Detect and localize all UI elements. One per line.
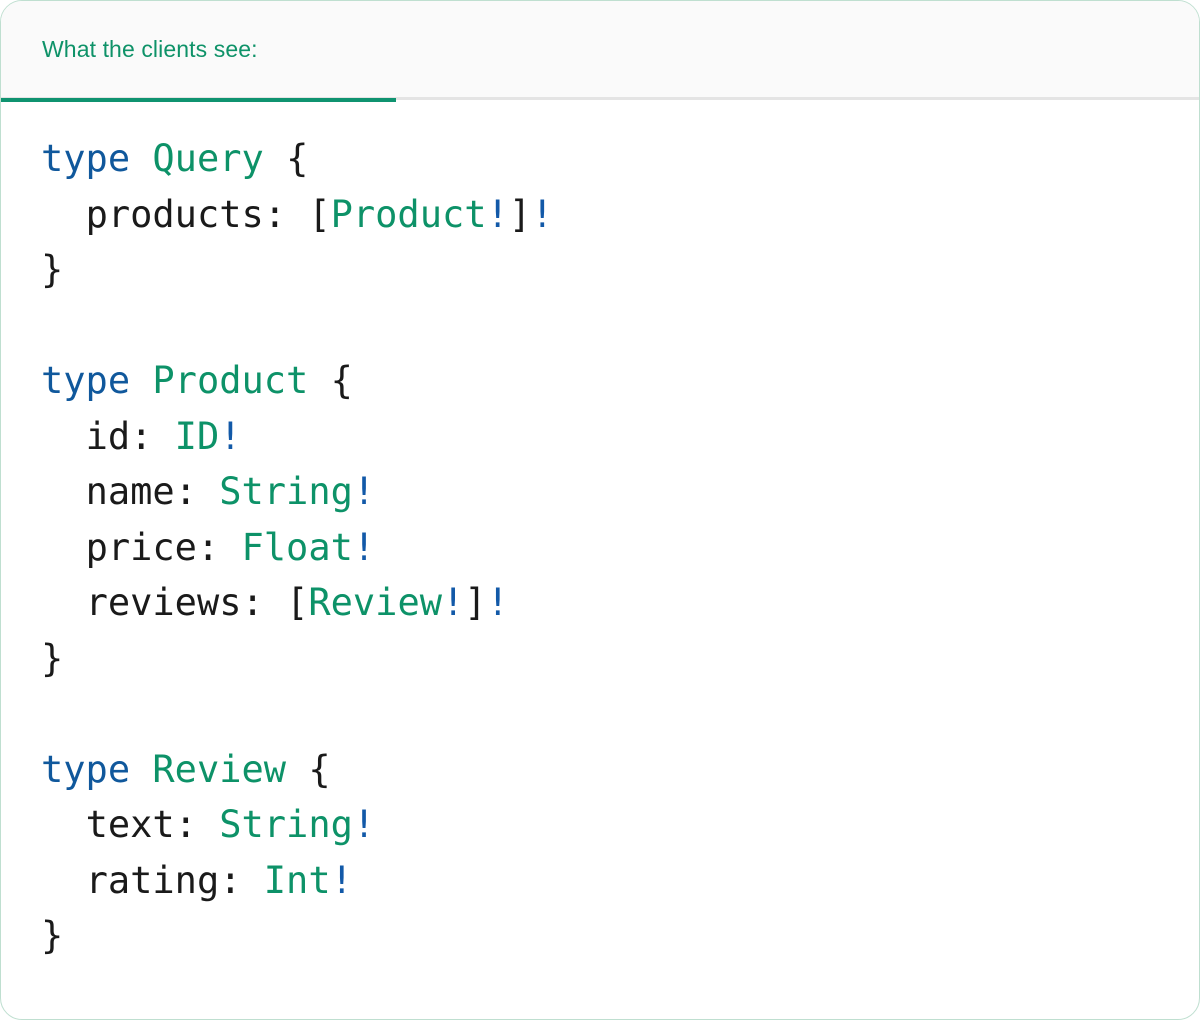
non-null-token: ! — [352, 803, 376, 846]
code-line: rating: Int! — [41, 853, 1199, 909]
brace-token: } — [41, 636, 64, 680]
non-null-token: ! — [486, 581, 509, 624]
type-name-token: Product — [152, 359, 309, 402]
type-ref-token: Review — [308, 581, 442, 624]
non-null-token: ! — [352, 525, 376, 569]
code-line: } — [41, 631, 1199, 687]
code-line: price: Float! — [41, 520, 1199, 576]
code-line: name: String! — [41, 464, 1199, 520]
brace-token: } — [41, 248, 64, 291]
brace-token: { — [330, 359, 353, 402]
tab-label: What the clients see: — [42, 35, 258, 62]
keyword-token: type — [41, 359, 131, 402]
graphql-schema-code[interactable]: type Query { products: [Product!]!}type … — [41, 131, 1199, 964]
bracket-open-token: [ — [308, 192, 331, 236]
non-null-token: ! — [486, 192, 509, 236]
code-line: type Product { — [41, 353, 1199, 409]
field-name-token: reviews: — [85, 581, 264, 624]
bracket-close-token: ] — [464, 581, 487, 624]
code-line: type Review { — [41, 742, 1199, 798]
bracket-open-token: [ — [286, 581, 309, 624]
code-line: } — [41, 908, 1199, 964]
field-name-token: name: — [85, 470, 197, 513]
type-ref-token: Product — [330, 192, 487, 236]
non-null-token: ! — [352, 470, 376, 513]
brace-token: { — [308, 747, 331, 791]
type-ref-token: String — [219, 470, 353, 513]
type-ref-token: ID — [174, 414, 220, 458]
code-line: reviews: [Review!]! — [41, 575, 1199, 631]
brace-token: } — [41, 914, 64, 957]
keyword-token: type — [41, 137, 131, 180]
field-name-token: rating: — [85, 858, 242, 902]
type-ref-token: Float — [241, 525, 353, 569]
type-ref-token: Int — [263, 858, 331, 902]
code-line: type Query { — [41, 131, 1199, 187]
field-name-token: price: — [85, 525, 220, 569]
field-name-token: text: — [85, 803, 197, 846]
field-name-token: products: — [85, 192, 287, 236]
non-null-token: ! — [442, 581, 465, 624]
code-line: products: [Product!]! — [41, 187, 1199, 243]
tab-bar: What the clients see: — [1, 1, 1199, 102]
code-line: text: String! — [41, 797, 1199, 853]
non-null-token: ! — [330, 858, 353, 902]
type-ref-token: String — [219, 803, 353, 846]
keyword-token: type — [41, 747, 131, 791]
active-tab-underline — [1, 97, 396, 102]
bracket-close-token: ] — [508, 192, 532, 236]
code-blank-line — [41, 298, 1199, 354]
type-name-token: Review — [152, 747, 287, 791]
code-line: id: ID! — [41, 409, 1199, 465]
non-null-token: ! — [219, 414, 242, 458]
code-line: } — [41, 242, 1199, 298]
code-area: type Query { products: [Product!]!}type … — [1, 100, 1199, 964]
non-null-token: ! — [531, 192, 554, 236]
field-name-token: id: — [85, 414, 153, 458]
type-name-token: Query — [152, 137, 264, 180]
brace-token: { — [286, 137, 309, 180]
code-blank-line — [41, 686, 1199, 742]
tab-what-the-clients-see[interactable]: What the clients see: — [1, 1, 396, 102]
